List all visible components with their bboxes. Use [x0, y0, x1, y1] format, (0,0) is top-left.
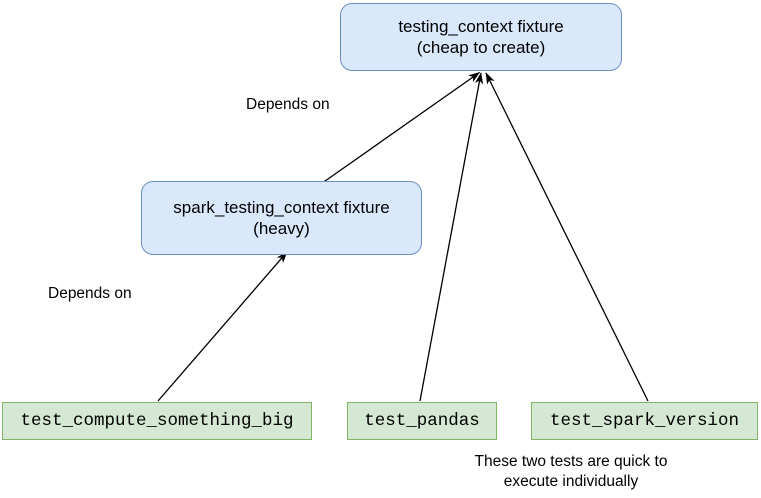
note-quick-tests: These two tests are quick to execute ind… [474, 453, 668, 491]
node-test-compute-something-big-label: test_compute_something_big [20, 410, 294, 431]
edge-pandas-to-testing-context [419, 72, 484, 402]
node-spark-testing-context-fixture-line1: spark_testing_context fixture [173, 197, 390, 217]
edge-compute-big-to-spark [157, 251, 288, 402]
node-testing-context-fixture-text: testing_context fixture (cheap to create… [398, 16, 563, 59]
node-test-compute-something-big[interactable]: test_compute_something_big [2, 402, 312, 440]
node-test-spark-version-label: test_spark_version [549, 410, 740, 431]
node-test-pandas[interactable]: test_pandas [347, 402, 497, 440]
edge-label-depends-on-lower: Depends on [48, 285, 132, 302]
node-testing-context-fixture-line2: (cheap to create) [416, 38, 546, 57]
node-test-pandas-label: test_pandas [364, 410, 480, 431]
node-test-spark-version[interactable]: test_spark_version [531, 402, 758, 440]
node-spark-testing-context-fixture-line2: (heavy) [253, 219, 310, 238]
edge-label-depends-on-upper: Depends on [246, 96, 330, 113]
node-spark-testing-context-fixture[interactable]: spark_testing_context fixture (heavy) [141, 181, 422, 255]
node-testing-context-fixture-line1: testing_context fixture [398, 16, 564, 36]
edge-spark-version-to-testing-context [485, 72, 649, 402]
edge-spark-to-testing-context [317, 71, 481, 187]
node-spark-testing-context-fixture-text: spark_testing_context fixture (heavy) [173, 197, 389, 240]
node-testing-context-fixture[interactable]: testing_context fixture (cheap to create… [340, 3, 622, 71]
